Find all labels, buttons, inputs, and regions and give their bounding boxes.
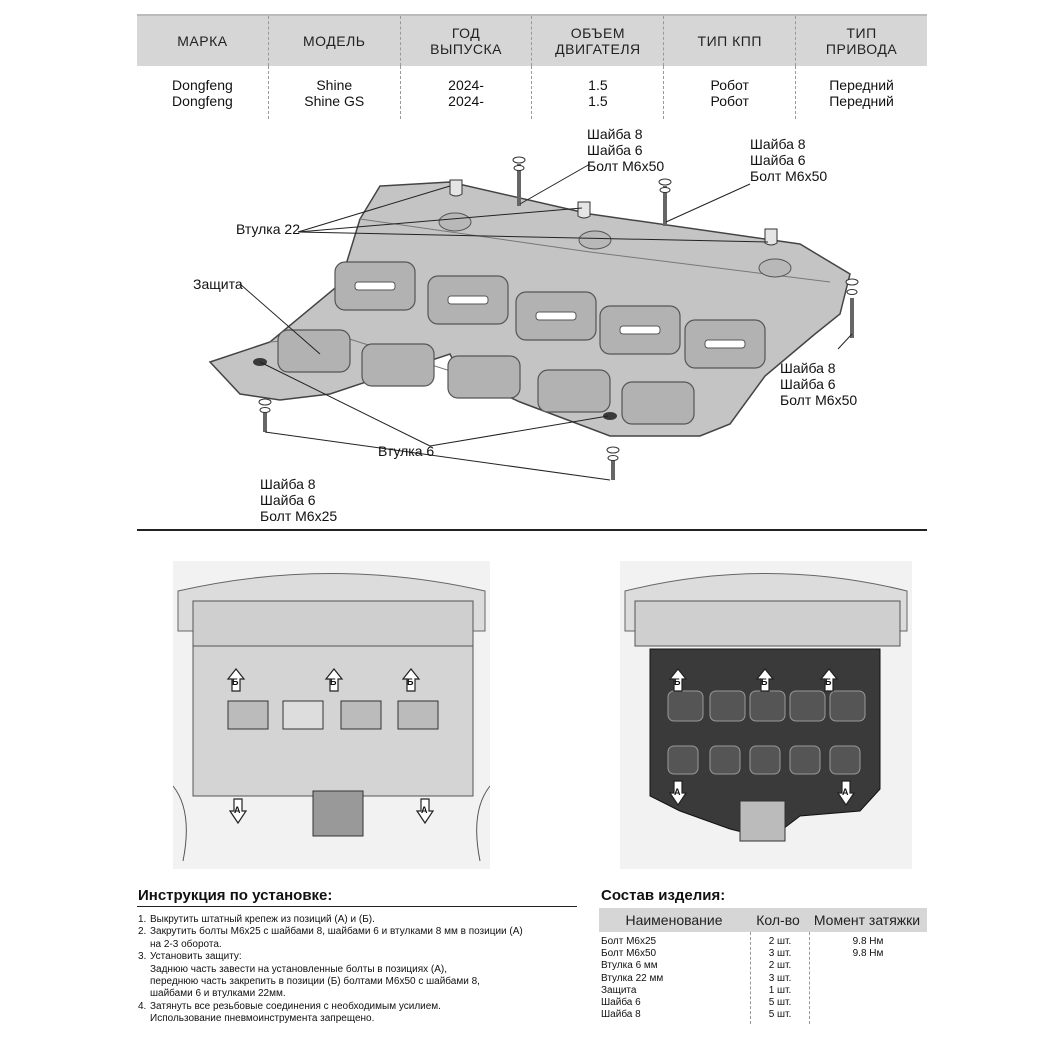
header-brand: МАРКА bbox=[137, 16, 269, 66]
instruction-item-cont: на 2-3 оборота. bbox=[150, 938, 222, 950]
photo-after-install: Б Б Б А А bbox=[620, 561, 912, 869]
label-washer-bolt-top-right: Шайба 8 Шайба 6 Болт М6х50 bbox=[750, 136, 828, 184]
header-gearbox: ТИП КПП bbox=[664, 16, 797, 66]
photo-before-install: Б Б Б А А bbox=[173, 561, 490, 869]
label-bushing-22: Втулка 22 bbox=[236, 221, 300, 237]
marker-b-6: Б bbox=[825, 677, 832, 687]
instruction-item-cont: Заднюю часть завести на установленные бо… bbox=[150, 963, 448, 975]
spec-table-row: Dongfeng Dongfeng Shine Shine GS 2024- 2… bbox=[137, 66, 927, 119]
marker-a-2: А bbox=[421, 805, 428, 815]
header-torque: Момент затяжки bbox=[813, 912, 921, 928]
assembly-diagram: Шайба 8 Шайба 6 Болт М6х50 Шайба 8 Шайба… bbox=[190, 124, 890, 526]
marker-a-1: А bbox=[234, 805, 241, 815]
top-rule bbox=[137, 14, 927, 16]
underbody-drawing-after bbox=[620, 561, 912, 869]
underbody-drawing-before bbox=[173, 561, 490, 869]
header-model: МОДЕЛЬ bbox=[269, 16, 401, 66]
cell-drive: Передний Передний bbox=[829, 77, 894, 109]
composition-table-header: Наименование Кол-во Момент затяжки bbox=[599, 908, 927, 932]
cell-year: 2024- 2024- bbox=[401, 66, 533, 119]
marker-b-2: Б bbox=[330, 677, 337, 687]
instructions-list: 1.Выкрутить штатный крепеж из позиций (А… bbox=[138, 914, 578, 1026]
label-shield: Защита bbox=[193, 276, 243, 292]
instruction-item-cont: шайбами 6 и втулками 22мм. bbox=[150, 988, 286, 1000]
marker-b-1: Б bbox=[232, 677, 239, 687]
cell-engine: 1.5 1.5 bbox=[532, 66, 665, 119]
composition-title: Состав изделия: bbox=[601, 887, 726, 904]
label-bushing-6: Втулка 6 bbox=[378, 443, 435, 459]
cell-gearbox: Робот Робот bbox=[664, 66, 797, 119]
marker-a-3: А bbox=[674, 787, 681, 797]
instruction-item-cont: Использование пневмоинструмента запрещен… bbox=[150, 1013, 375, 1025]
spec-table-header: МАРКА МОДЕЛЬ ГОД ВЫПУСКА ОБЪЕМ ДВИГАТЕЛЯ… bbox=[137, 16, 927, 66]
label-washer-bolt-top-left: Шайба 8 Шайба 6 Болт М6х50 bbox=[587, 126, 665, 174]
instruction-item: 3.Установить защиту: bbox=[138, 951, 242, 963]
marker-a-4: А bbox=[842, 787, 849, 797]
header-qty: Кол-во bbox=[756, 912, 800, 928]
label-washer-bolt-bottom: Шайба 8 Шайба 6 Болт М6х25 bbox=[260, 476, 338, 524]
skid-plate-drawing bbox=[208, 156, 859, 481]
marker-b-5: Б bbox=[761, 677, 768, 687]
instruction-item-cont: переднюю часть закрепить в позиции (Б) б… bbox=[150, 976, 480, 988]
instruction-item: 2.Закрутить болты М6х25 с шайбами 8, шай… bbox=[138, 926, 523, 938]
header-year: ГОД ВЫПУСКА bbox=[401, 16, 533, 66]
composition-col-sep bbox=[750, 932, 751, 1024]
header-drive: ТИП ПРИВОДА bbox=[825, 25, 898, 57]
marker-b-3: Б bbox=[407, 677, 414, 687]
instructions-rule bbox=[137, 906, 577, 907]
header-name: Наименование bbox=[625, 912, 723, 928]
instructions-title: Инструкция по установке: bbox=[138, 887, 333, 904]
header-engine: ОБЪЕМ ДВИГАТЕЛЯ bbox=[532, 16, 665, 66]
cell-model: Shine Shine GS bbox=[269, 66, 401, 119]
marker-b-4: Б bbox=[674, 677, 681, 687]
label-washer-bolt-right: Шайба 8 Шайба 6 Болт М6х50 bbox=[780, 360, 858, 408]
instruction-item: 4.Затянуть все резьбовые соединения с не… bbox=[138, 1000, 441, 1012]
composition-col-sep bbox=[809, 932, 810, 1024]
cell-brand: Dongfeng Dongfeng bbox=[137, 66, 269, 119]
section-divider-top bbox=[137, 529, 927, 531]
instruction-item: 1.Выкрутить штатный крепеж из позиций (А… bbox=[138, 914, 375, 925]
vehicle-spec-table: МАРКА МОДЕЛЬ ГОД ВЫПУСКА ОБЪЕМ ДВИГАТЕЛЯ… bbox=[137, 16, 927, 119]
